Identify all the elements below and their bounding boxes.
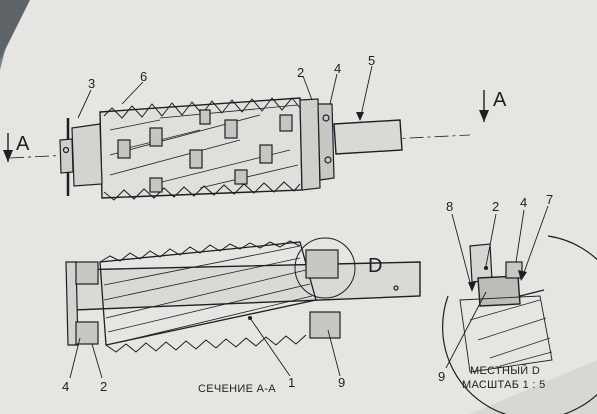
section-mark-a-left: A [16,133,30,155]
callout-6: 6 [140,69,148,84]
callout-5: 5 [368,53,376,68]
callout-9-bottom: 9 [338,375,346,390]
detail-mark-d: D [368,255,383,277]
section-arrow-right [479,90,489,122]
callout-4-detail: 4 [520,195,528,210]
section-mark-a-right: A [493,89,507,111]
callout-3: 3 [88,76,96,91]
callout-7-detail: 7 [546,192,554,207]
callout-2-top: 2 [297,65,305,80]
section-caption: СЕЧЕНИЕ А-А [198,383,276,395]
detail-scale: МАСШТАБ 1 : 5 [462,379,546,391]
callout-1: 1 [288,375,296,390]
detail-title: МЕСТНЫЙ D [470,365,541,377]
section-arrow-left [3,133,13,162]
detail-view-d [442,235,597,414]
leaders-top [77,65,373,121]
callout-9-detail: 9 [438,369,446,384]
callout-2-bottom: 2 [100,379,108,394]
callout-8-detail: 8 [446,199,454,214]
cutter-drum-top-view [9,97,471,201]
section-view-a-a [65,237,421,353]
callout-4-top: 4 [334,61,342,76]
callout-4-bottom: 4 [62,379,70,394]
leaders-detail [445,205,549,369]
callout-2-detail: 2 [492,199,500,214]
leaders-section [69,315,341,379]
